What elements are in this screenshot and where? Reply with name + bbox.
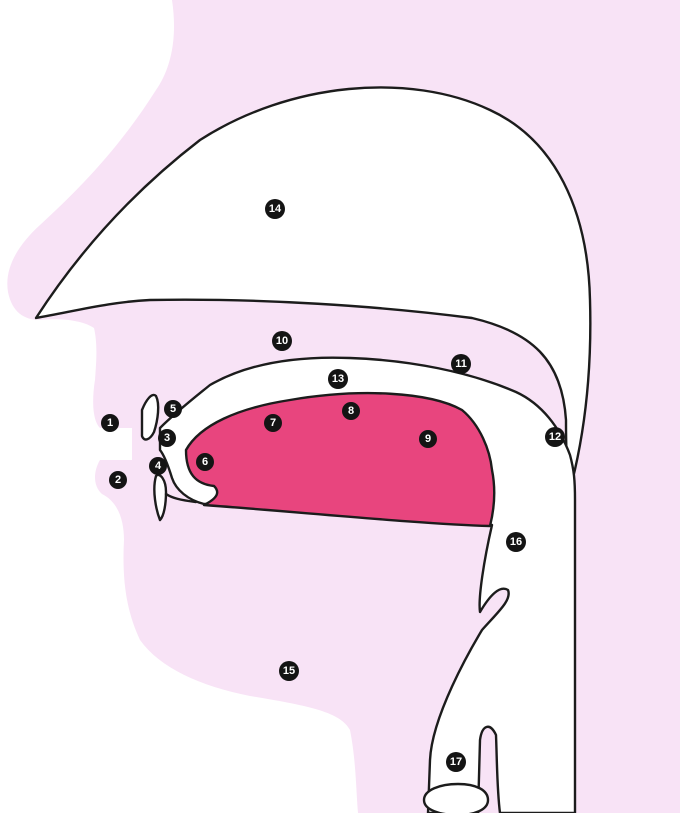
marker-15: 15: [279, 661, 299, 681]
marker-13: 13: [328, 369, 348, 389]
svg-text:8: 8: [348, 405, 354, 417]
svg-text:15: 15: [283, 665, 295, 677]
marker-11: 11: [451, 354, 471, 374]
svg-text:14: 14: [269, 203, 282, 215]
marker-16: 16: [506, 532, 526, 552]
marker-9: 9: [419, 430, 437, 448]
marker-7: 7: [264, 414, 282, 432]
svg-text:3: 3: [164, 432, 170, 444]
svg-text:9: 9: [425, 433, 431, 445]
marker-4: 4: [149, 457, 167, 475]
larynx-ring: [424, 784, 488, 813]
marker-12: 12: [545, 427, 565, 447]
marker-2: 2: [109, 471, 127, 489]
svg-text:16: 16: [510, 536, 522, 548]
svg-text:17: 17: [450, 756, 462, 768]
svg-text:13: 13: [332, 373, 344, 385]
svg-text:5: 5: [170, 403, 176, 415]
marker-1: 1: [101, 414, 119, 432]
svg-text:12: 12: [549, 431, 561, 443]
svg-text:11: 11: [455, 358, 467, 370]
svg-text:2: 2: [115, 474, 121, 486]
marker-6: 6: [196, 453, 214, 471]
marker-17: 17: [446, 752, 466, 772]
marker-8: 8: [342, 402, 360, 420]
svg-text:7: 7: [270, 417, 276, 429]
marker-5: 5: [164, 400, 182, 418]
marker-3: 3: [158, 429, 176, 447]
marker-10: 10: [272, 331, 292, 351]
svg-text:4: 4: [155, 460, 162, 472]
marker-14: 14: [265, 199, 285, 219]
svg-text:6: 6: [202, 456, 208, 468]
svg-text:1: 1: [107, 417, 113, 429]
svg-text:10: 10: [276, 335, 288, 347]
